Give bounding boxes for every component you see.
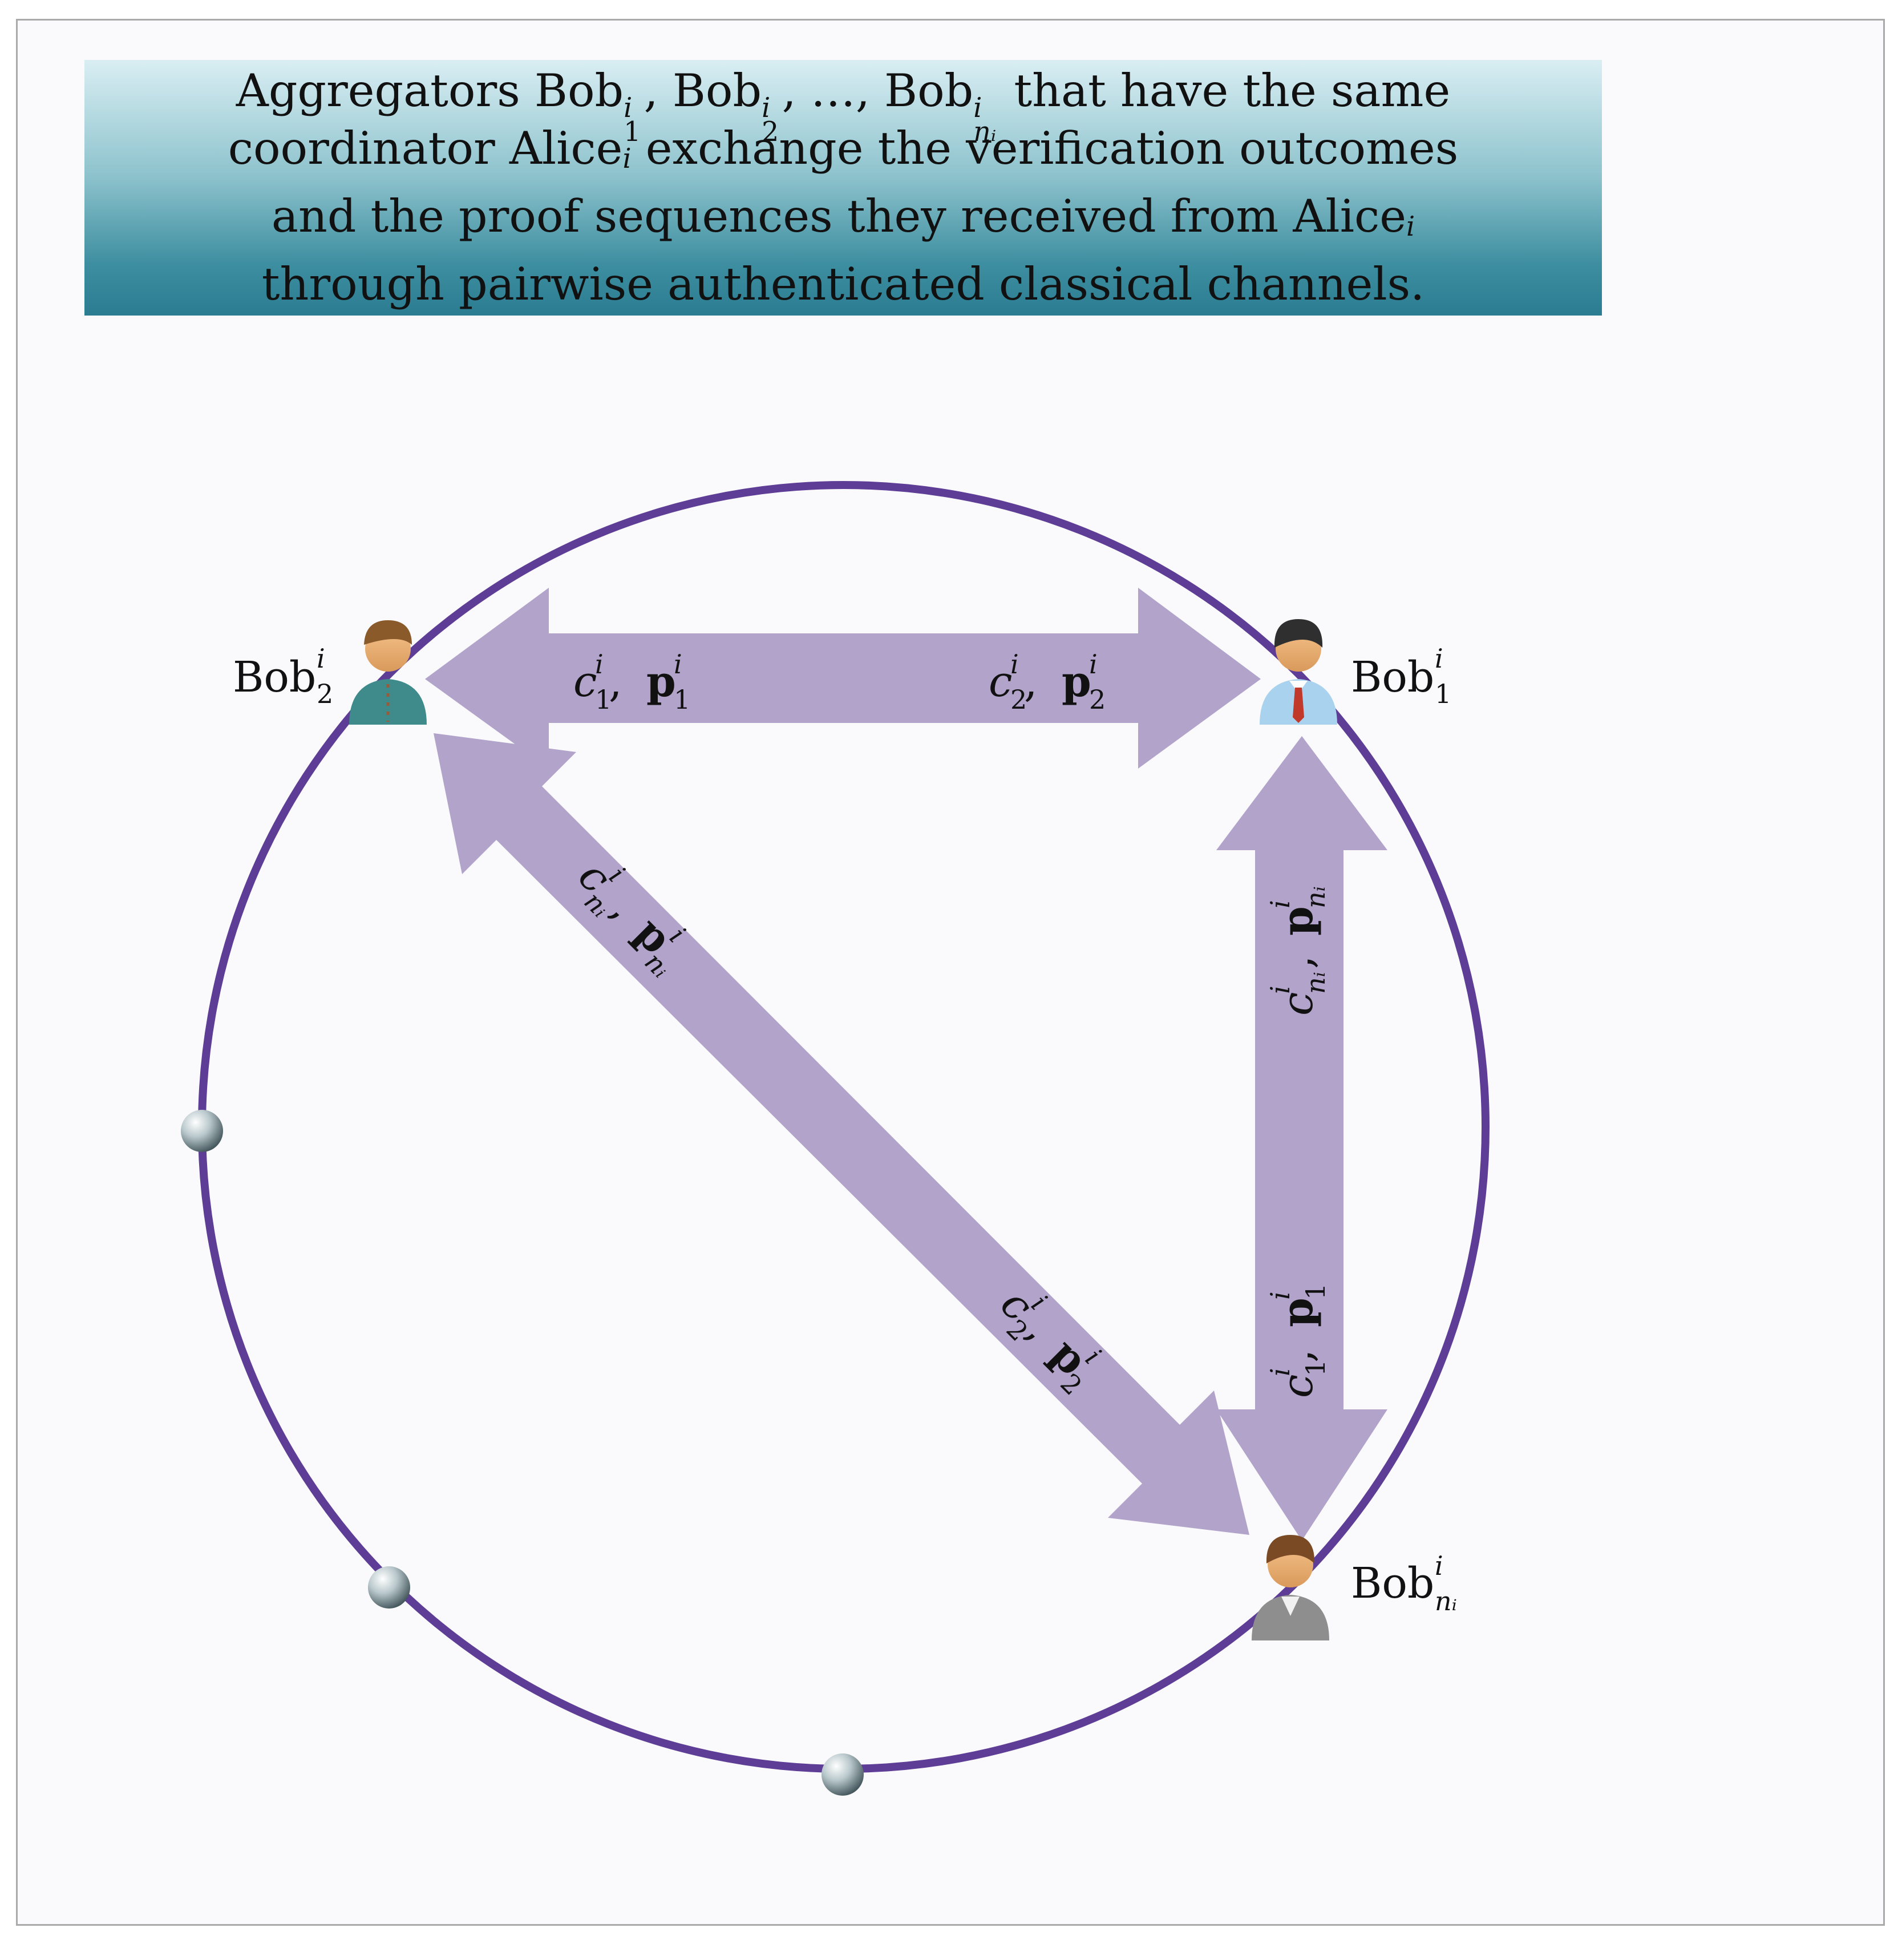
superscript: i xyxy=(1435,1550,1443,1581)
person-icon xyxy=(1260,619,1337,725)
banner-text: , …, Bob xyxy=(782,64,974,117)
node-label-bob2: Bob i 2 xyxy=(233,643,333,709)
subscript: 2 xyxy=(1010,684,1027,715)
subscript: i xyxy=(1406,211,1415,243)
superscript: i xyxy=(624,92,633,124)
subscript: 1 xyxy=(595,684,612,715)
symbol-c: c xyxy=(573,657,597,706)
person-icon xyxy=(349,620,427,725)
arrows xyxy=(425,588,1387,1541)
symbol-p: p xyxy=(1062,657,1091,706)
subscript: 1 xyxy=(1435,678,1451,709)
symbol-c: c xyxy=(1273,992,1322,1016)
sphere-icon xyxy=(368,1566,410,1609)
superscript: i xyxy=(1010,649,1019,680)
person-icon xyxy=(1252,1535,1329,1640)
banner-line-2: coordinator Alicei exchange the verifica… xyxy=(228,120,1459,188)
symbol-c: c xyxy=(1273,1375,1322,1398)
superscript: i xyxy=(1265,900,1296,908)
superscript: i xyxy=(595,649,604,680)
arrow-bob2-bobn xyxy=(434,733,1249,1535)
banner-line-4: through pairwise authenticated classical… xyxy=(261,258,1425,311)
subscript: i xyxy=(622,143,632,175)
superscript: i xyxy=(317,643,325,674)
subscript: 1 xyxy=(674,684,690,715)
banner-text: Aggregators Bob xyxy=(236,64,624,117)
symbol-p: p xyxy=(1273,906,1322,936)
subscript: 2 xyxy=(317,678,333,709)
superscript: i xyxy=(1089,649,1098,680)
superscript: i xyxy=(1265,985,1296,994)
separator: , xyxy=(1273,1349,1322,1363)
subscript: 1 xyxy=(1300,1283,1331,1300)
node-label-bobn: Bob i nᵢ xyxy=(1351,1550,1457,1617)
subscript: nᵢ xyxy=(1300,886,1331,908)
symbol-p: p xyxy=(1273,1298,1322,1327)
superscript: i xyxy=(762,92,771,124)
label-text: Bob xyxy=(1351,653,1434,702)
edge-label-cn-pn-vert: c i nᵢ , p i nᵢ xyxy=(1265,886,1331,1016)
subscript: 2 xyxy=(762,116,779,148)
label-text: Bob xyxy=(233,653,316,702)
node-label-bob1: Bob i 1 xyxy=(1351,643,1451,709)
subscript: 2 xyxy=(1089,684,1106,715)
sphere-icon xyxy=(821,1753,864,1796)
subscript: nᵢ xyxy=(973,116,997,148)
figure-frame xyxy=(16,19,1885,1926)
edge-label-c1-p1-vert: c i 1 , p i 1 xyxy=(1265,1283,1331,1398)
banner-text: coordinator Alice xyxy=(228,122,623,175)
edge-label-c2-p2: c i 2 , p i 2 xyxy=(989,649,1106,715)
label-text: Bob xyxy=(1351,1559,1434,1608)
sphere-icon xyxy=(181,1110,223,1152)
banner-text: , Bob xyxy=(644,64,762,117)
separator: , xyxy=(1024,657,1038,706)
superscript: i xyxy=(1265,1291,1296,1300)
banner-text: exchange the verification outcomes xyxy=(645,122,1459,175)
subscript: 1 xyxy=(624,116,641,148)
separator: , xyxy=(609,657,622,706)
symbol-c: c xyxy=(989,657,1012,706)
superscript: i xyxy=(973,92,982,124)
superscript: i xyxy=(1435,643,1443,674)
arrow-bob1-bob2 xyxy=(425,588,1261,769)
banner-text: that have the same xyxy=(1014,64,1451,117)
subscript: nᵢ xyxy=(1300,972,1331,994)
banner-text: and the proof sequences they received fr… xyxy=(271,190,1406,243)
edge-label-c1-p1: c i 1 , p i 1 xyxy=(573,649,690,715)
superscript: i xyxy=(1265,1368,1296,1376)
separator: , xyxy=(1273,955,1322,969)
banner-line-3: and the proof sequences they received fr… xyxy=(272,188,1415,256)
superscript: i xyxy=(674,649,682,680)
subscript: 1 xyxy=(1300,1360,1331,1376)
symbol-p: p xyxy=(646,657,676,706)
arrow-bob1-bobn xyxy=(1216,736,1387,1541)
subscript: nᵢ xyxy=(1435,1586,1457,1617)
